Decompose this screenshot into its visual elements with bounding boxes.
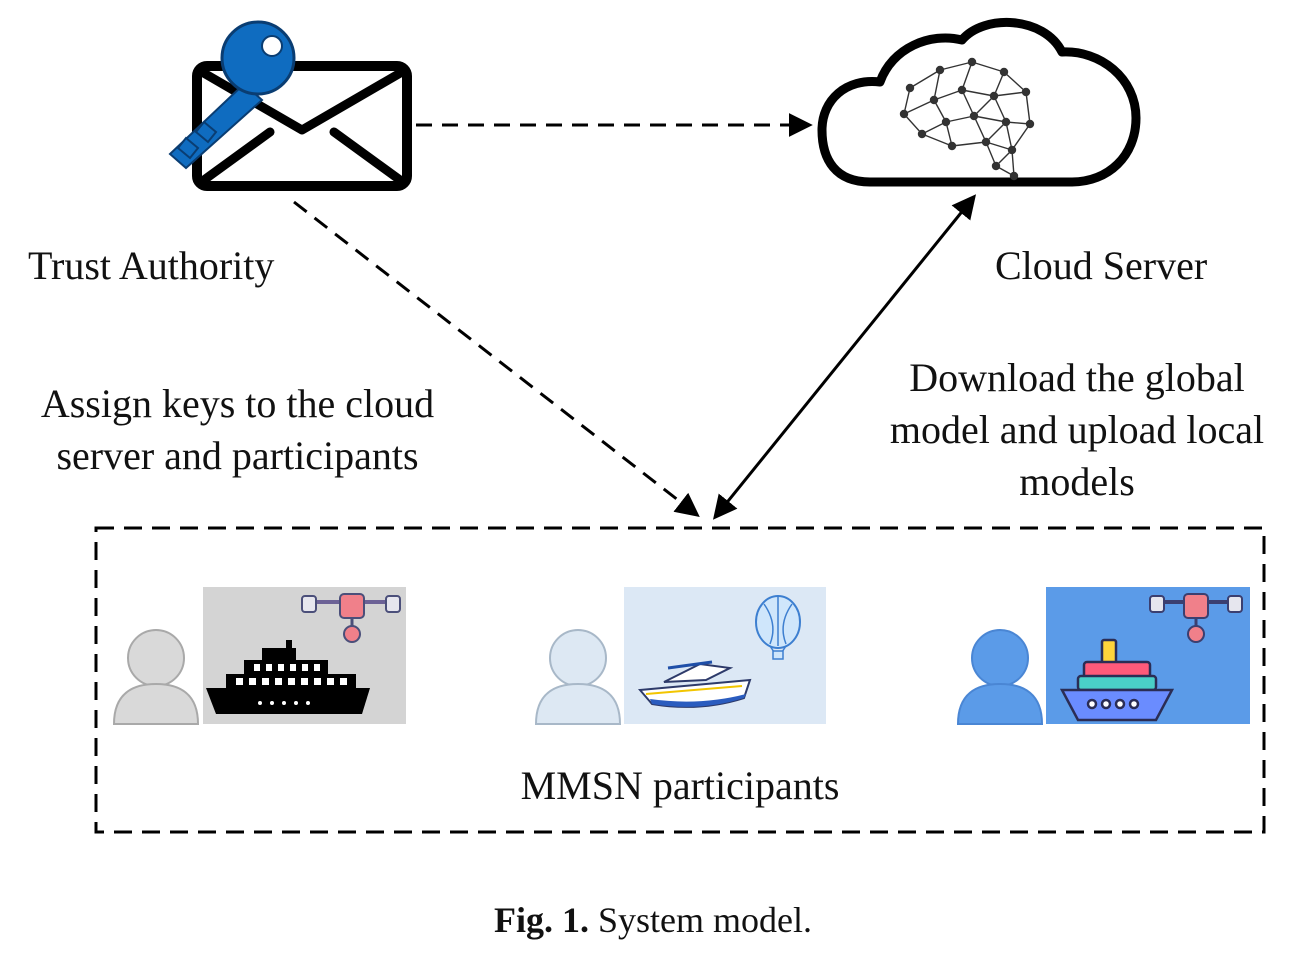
- figure-caption-prefix: Fig. 1.: [494, 900, 589, 940]
- edge-trust-to-participants: [293, 200, 700, 517]
- participants-group-label: MMSN participants: [520, 763, 840, 808]
- speedboat-icon: [637, 660, 752, 708]
- key-icon: [168, 20, 296, 170]
- hot-air-balloon-icon: [755, 595, 801, 660]
- download-upload-label-line2: model and upload local: [889, 407, 1265, 452]
- drone-icon: [1149, 593, 1243, 643]
- cloud-server-label: Cloud Server: [995, 243, 1208, 288]
- user-avatar-icon: [956, 629, 1044, 725]
- assign-keys-label-line2: server and participants: [56, 433, 419, 478]
- cloud-neural-network-icon: [817, 18, 1141, 187]
- ferry-ship-icon: [206, 640, 370, 714]
- download-upload-label-line3: models: [1019, 459, 1135, 504]
- download-upload-label-line1: Download the global: [909, 355, 1245, 400]
- participant-1: [112, 587, 406, 725]
- figure-caption-text: System model.: [598, 900, 812, 940]
- trust-authority-label: Trust Authority: [28, 243, 275, 288]
- assign-keys-label-line1: Assign keys to the cloud: [40, 381, 435, 426]
- user-avatar-icon: [534, 629, 622, 725]
- assign-keys-label: Assign keys to the cloud server and part…: [10, 378, 465, 482]
- brain-network-icon: [899, 57, 1035, 181]
- participant-3: [956, 587, 1250, 725]
- drone-icon: [301, 593, 401, 643]
- cruise-ship-icon: [1059, 638, 1175, 722]
- key-envelope-icon: [168, 20, 412, 191]
- download-upload-label: Download the global model and upload loc…: [862, 352, 1292, 508]
- user-avatar-icon: [112, 629, 200, 725]
- figure-caption: Fig. 1. System model.: [0, 896, 1306, 944]
- participant-2: [534, 587, 826, 725]
- participants-group-box: [94, 526, 1266, 834]
- edge-cloud-participants-bidirectional: [712, 194, 977, 520]
